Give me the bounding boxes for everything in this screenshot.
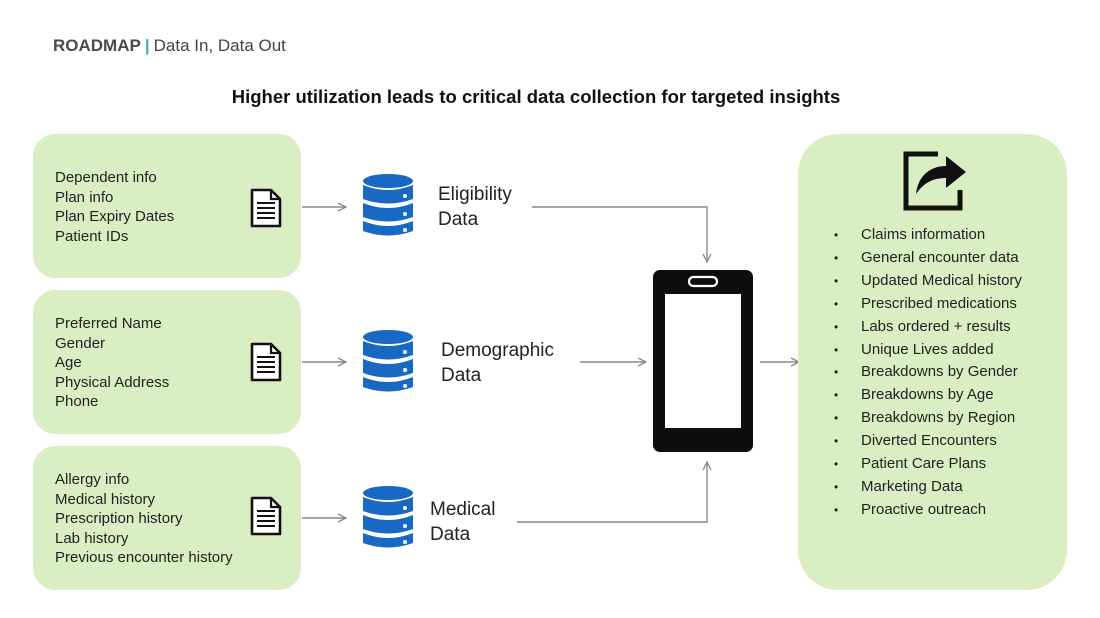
label-line: Data bbox=[441, 365, 482, 386]
list-item: Breakdowns by Region bbox=[834, 407, 1022, 430]
label-line: Data bbox=[430, 524, 471, 545]
medical-data-label: Medical Data bbox=[430, 497, 495, 547]
document-icon bbox=[250, 188, 282, 228]
list-item: Preferred Name bbox=[55, 315, 162, 332]
insights-output-box: Claims information General encounter dat… bbox=[798, 134, 1067, 590]
list-item: Plan Expiry Dates bbox=[55, 208, 175, 226]
list-item: General encounter data bbox=[834, 247, 1022, 270]
list-item: Previous encounter history bbox=[55, 549, 233, 567]
arrow-eligibility-to-phone bbox=[532, 206, 707, 262]
header-subtitle: Data In, Data Out bbox=[153, 36, 286, 55]
list-item: Patient Care Plans bbox=[834, 453, 1022, 476]
list-item: Updated Medical history bbox=[834, 270, 1022, 293]
list-item: Allergy info bbox=[55, 471, 130, 488]
medical-fields-list: Allergy info Medical history Prescriptio… bbox=[55, 470, 233, 568]
list-item: Prescription history bbox=[55, 510, 183, 528]
list-item: Claims information bbox=[834, 224, 1022, 247]
list-item: Breakdowns by Age bbox=[834, 384, 1022, 407]
mobile-phone-icon bbox=[653, 270, 753, 452]
list-item: Patient IDs bbox=[55, 227, 129, 245]
list-item: Lab history bbox=[55, 529, 129, 547]
arrow-medical-to-phone bbox=[517, 462, 707, 523]
list-item: Physical Address bbox=[55, 373, 170, 391]
share-export-icon bbox=[903, 151, 966, 211]
header-section: ROADMAP bbox=[53, 36, 141, 55]
header-separator: | bbox=[144, 36, 150, 55]
list-item: Dependent info bbox=[55, 169, 157, 186]
label-line: Medical bbox=[430, 499, 496, 520]
label-line: Data bbox=[438, 209, 479, 230]
page-title: Higher utilization leads to critical dat… bbox=[231, 86, 841, 107]
database-icon bbox=[363, 330, 413, 392]
list-item: Phone bbox=[55, 393, 99, 411]
list-item: Unique Lives added bbox=[834, 339, 1022, 362]
document-icon bbox=[250, 342, 282, 382]
label-line: Eligibility bbox=[438, 184, 512, 205]
document-icon bbox=[250, 496, 282, 536]
list-item: Proactive outreach bbox=[834, 499, 1022, 522]
demographic-data-label: Demographic Data bbox=[441, 338, 554, 388]
database-icon bbox=[363, 174, 413, 236]
list-item: Diverted Encounters bbox=[834, 430, 1022, 453]
page-header: ROADMAP|Data In, Data Out bbox=[53, 36, 286, 56]
demographic-source-box: Preferred Name Gender Age Physical Addre… bbox=[33, 290, 301, 434]
list-item: Labs ordered + results bbox=[834, 316, 1022, 339]
eligibility-data-label: Eligibility Data bbox=[438, 182, 512, 232]
eligibility-fields-list: Dependent info Plan info Plan Expiry Dat… bbox=[55, 168, 174, 246]
list-item: Prescribed medications bbox=[834, 293, 1022, 316]
medical-source-box: Allergy info Medical history Prescriptio… bbox=[33, 446, 301, 590]
database-icon bbox=[363, 486, 413, 548]
eligibility-source-box: Dependent info Plan info Plan Expiry Dat… bbox=[33, 134, 301, 278]
label-line: Demographic bbox=[441, 340, 554, 361]
list-item: Gender bbox=[55, 334, 106, 352]
list-item: Age bbox=[55, 354, 82, 372]
insights-list: Claims information General encounter dat… bbox=[834, 224, 1022, 522]
list-item: Medical history bbox=[55, 490, 156, 508]
list-item: Marketing Data bbox=[834, 476, 1022, 499]
demographic-fields-list: Preferred Name Gender Age Physical Addre… bbox=[55, 314, 169, 412]
list-item: Plan info bbox=[55, 188, 114, 206]
list-item: Breakdowns by Gender bbox=[834, 361, 1022, 384]
